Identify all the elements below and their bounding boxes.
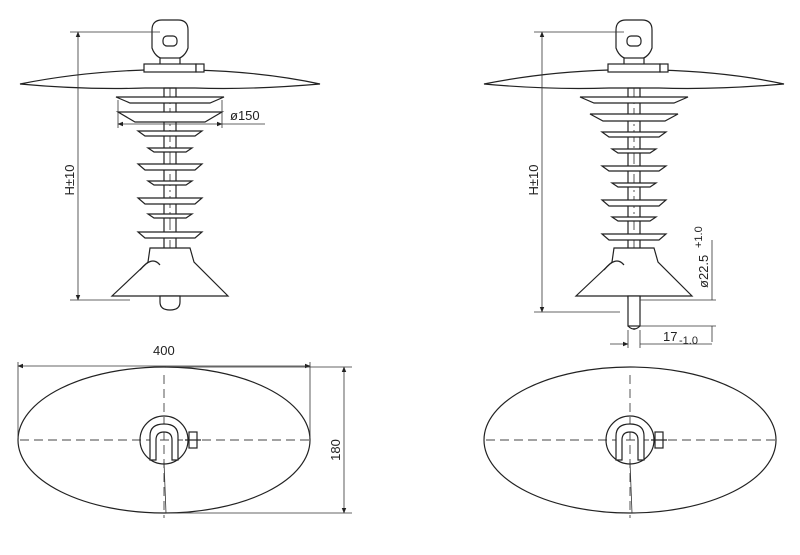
bottom-cone [110,247,230,297]
eye-fitting-right [615,19,653,67]
rod-diameter-label: ø22.5 [696,255,711,288]
right-height-label: H±10 [526,165,541,196]
rod-diameter-tolerance: +1.0 [693,226,705,248]
left-plan-view: 400 180 [17,343,352,518]
shed-stack-right [579,96,689,241]
rod-length-label: 17 [663,329,677,344]
right-elevation-view: H±10 ø22.5 +1.0 17 -1.0 [483,19,785,348]
eye-fitting [151,19,189,67]
grading-ring [19,63,321,90]
bottom-end-fitting [159,295,181,311]
plan-width-label: 400 [153,343,175,358]
rod-length-tolerance: -1.0 [679,335,698,347]
grading-ring-right [483,63,785,90]
left-elevation-view: H±10 ø150 [19,19,321,311]
shed-diameter-label: ø150 [230,108,260,123]
bottom-cone-right [574,247,694,297]
rod-end [627,295,641,327]
shed-stack [115,96,225,239]
plan-height-label: 180 [328,439,343,461]
right-plan-view [483,366,777,518]
left-height-label: H±10 [62,165,77,196]
